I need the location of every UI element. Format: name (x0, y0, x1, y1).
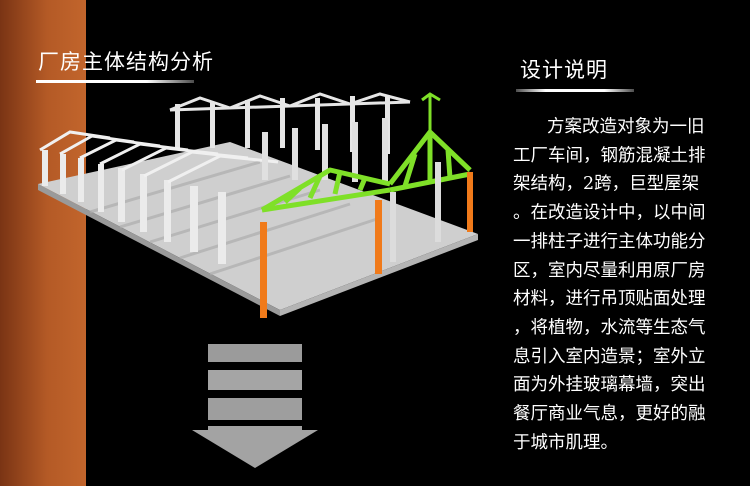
structure-title-underline (36, 80, 194, 83)
description-line: 面为外挂玻璃幕墙，突出 (513, 375, 706, 396)
highlighted-columns (260, 172, 473, 318)
middle-columns (262, 118, 388, 182)
description-title-underline (516, 89, 634, 92)
description-line: 。在改造设计中，以中间 (513, 203, 706, 224)
description-line: 区，室内尽量利用原厂房 (513, 260, 706, 281)
factory-structure-3d-model (38, 92, 478, 318)
description-line: ，将植物，水流等生态气 (513, 317, 706, 338)
description-line: 于城市肌理。 (513, 432, 618, 453)
description-line: 一排柱子进行主体功能分 (513, 231, 706, 252)
back-roof-trusses (169, 92, 411, 112)
description-line: 息引入室内造景；室外立 (513, 346, 706, 367)
left-roof-trusses (39, 130, 279, 184)
description-line: 架结构，2跨，巨型屋架 (513, 174, 700, 195)
description-line: 工厂车间，钢筋混凝土排 (513, 145, 706, 166)
structure-analysis-title: 厂房主体结构分析 (38, 50, 214, 74)
left-side-columns (42, 150, 226, 264)
description-line: 餐厅商业气息，更好的融 (513, 404, 706, 425)
floor-slab (38, 142, 478, 310)
design-description-title: 设计说明 (520, 58, 608, 82)
down-arrow-icon (192, 344, 318, 468)
design-description-text: 方案改造对象为一旧 工厂车间，钢筋混凝土排 架结构，2跨，巨型屋架 。在改造设计… (513, 113, 709, 457)
description-line: 材料，进行吊顶贴面处理 (513, 289, 706, 310)
description-line: 方案改造对象为一旧 (547, 117, 705, 137)
